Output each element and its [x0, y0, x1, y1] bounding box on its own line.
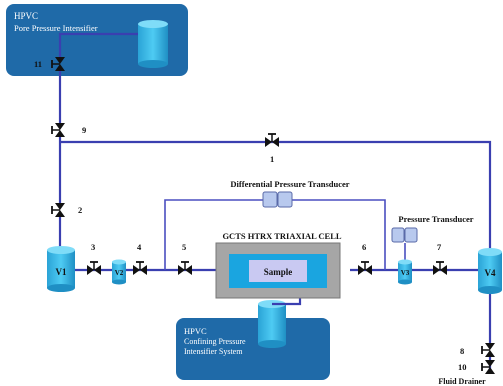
sample-label: Sample	[264, 267, 293, 277]
valve-10: 10	[458, 359, 496, 375]
vessel-v1-label: V1	[56, 267, 67, 277]
valve-5-label: 5	[182, 242, 186, 252]
valve-3-label: 3	[91, 242, 95, 252]
valve-4-label: 4	[137, 242, 142, 252]
differential-transducer: Differential Pressure Transducer	[230, 179, 350, 208]
pressure-transducer: Pressure Transducer	[391, 214, 474, 243]
bottom-box-line1: HPVC	[184, 326, 207, 336]
valve-6: 6	[357, 242, 373, 276]
valve-1: 1	[264, 133, 280, 164]
valve-9-label: 9	[82, 125, 86, 135]
diff-transducer-label: Differential Pressure Transducer	[230, 179, 349, 189]
vessel-v3-label: V3	[401, 269, 410, 277]
valve-6-label: 6	[362, 242, 366, 252]
bottom-box-line2: Confining Pressure	[184, 337, 246, 346]
valve-11: 11	[34, 56, 66, 72]
valve-7-label: 7	[437, 242, 442, 252]
triaxial-cell: Sample GCTS HTRX TRIAXIAL CELL	[215, 231, 342, 299]
valve-1-label: 1	[270, 154, 274, 164]
confining-pressure-box: HPVC Confining Pressure Intensifier Syst…	[176, 300, 330, 380]
valve-3: 3	[86, 242, 102, 276]
valve-2-label: 2	[78, 205, 82, 215]
bottom-box-line3: Intensifier System	[184, 347, 243, 356]
vessel-v2: V2	[112, 259, 126, 285]
pore-intensifier-cylinder	[138, 20, 168, 68]
valve-4: 4	[132, 242, 148, 276]
vessel-v3: V3	[398, 259, 412, 285]
vessel-v2-label: V2	[115, 269, 124, 277]
vessel-v1: V1	[47, 246, 75, 292]
valve-10-label: 10	[458, 362, 467, 372]
valve-11-label: 11	[34, 59, 42, 69]
cell-title: GCTS HTRX TRIAXIAL CELL	[222, 231, 341, 241]
top-box-line2: Pore Pressure Intensifier	[14, 23, 98, 33]
top-box-line1: HPVC	[14, 11, 38, 21]
vessel-v4: V4	[478, 248, 502, 294]
valve-5: 5	[177, 242, 193, 276]
vessel-v4-label: V4	[485, 268, 496, 278]
fluid-drainer-label: Fluid Drainer	[438, 377, 486, 386]
pore-pressure-intensifier-box: HPVC Pore Pressure Intensifier	[6, 4, 188, 76]
valve-8: 8	[460, 342, 496, 358]
valve-8-label: 8	[460, 346, 464, 356]
valve-7: 7	[432, 242, 448, 276]
pipework	[58, 32, 492, 372]
valve-2: 2	[51, 202, 82, 218]
confining-intensifier-cylinder	[258, 300, 286, 348]
valve-9: 9	[51, 122, 86, 138]
pressure-transducer-label: Pressure Transducer	[398, 214, 473, 224]
